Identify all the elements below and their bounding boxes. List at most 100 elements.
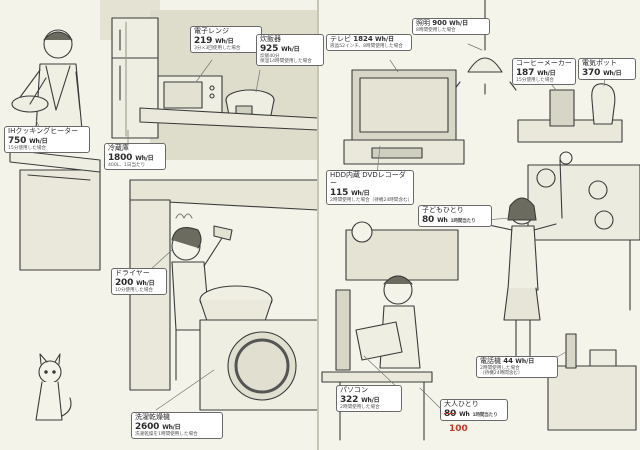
value-unit: Wh/日	[351, 189, 370, 197]
callout-note: 15分使用した場合	[516, 77, 555, 83]
callout-note: 2時間使用した場合	[340, 404, 380, 410]
callout-note: 洗濯乾燥を1時間使用した場合	[135, 431, 198, 437]
callout-name: 大人ひとり	[444, 400, 479, 408]
value-unit: Wh/日	[135, 154, 154, 162]
callout-rice-cooker: 炊飯器 925 Wh/日 炊飯40分 保温14時間使用した場合	[256, 34, 324, 67]
child-standing	[483, 197, 557, 359]
callout-note: 15分使用した場合	[8, 145, 47, 151]
callout-telephone: 電話機 44 Wh/日 2時間使用した場合 （待機24時間含む）	[476, 356, 558, 379]
callout-note: 8時間使用した場合	[416, 27, 456, 33]
side-counter	[517, 83, 623, 143]
callout-note: 3分×3回使用した場合	[194, 45, 241, 51]
value-number: 44	[503, 357, 513, 365]
callout-name: 子どもひとり	[422, 206, 464, 214]
callout-name: 冷蔵庫	[108, 144, 129, 152]
washer-dryer	[199, 319, 319, 411]
value-number: 2600	[135, 421, 160, 432]
value-number: 925	[260, 43, 279, 54]
callout-name: 洗濯乾燥機	[135, 413, 170, 421]
callout-adult: 大人ひとり 80 Wh 1時間当たり	[440, 399, 508, 421]
callout-hairdryer: ドライヤー 200 Wh/日 10分使用した場合	[111, 268, 167, 296]
callout-note: 400L、1日当たり	[108, 162, 146, 168]
callout-dvd-recorder: HDD内蔵 DVDレコーダー 115 Wh/日 2時間使用した場合（待機24時間…	[326, 170, 414, 205]
callout-value: 750 Wh/日	[8, 136, 86, 146]
callout-microwave: 電子レンジ 219 Wh/日 3分×3回使用した場合	[190, 26, 262, 54]
callout-name: 電話機 44 Wh/日	[480, 357, 554, 366]
value-unit: Wh/日	[136, 279, 155, 287]
callout-name: 照明 900 Wh/日	[416, 19, 486, 28]
name-text: テレビ	[330, 35, 351, 43]
callout-note: 2時間使用した場合（待機24時間含む）	[330, 197, 413, 203]
handwritten-correction: 100	[449, 424, 468, 434]
callout-value: 80 Wh 1時間当たり	[444, 409, 504, 419]
value-number: 322	[340, 394, 359, 405]
value-unit: Wh/日	[281, 45, 300, 53]
callout-personal-computer: パソコン 322 Wh/日 2時間使用した場合	[336, 385, 402, 413]
value-number: 1824	[353, 35, 373, 43]
callout-value: 187 Wh/日	[516, 68, 572, 78]
callout-note: 炊飯40分	[260, 53, 280, 59]
callout-value: 219 Wh/日	[194, 36, 258, 46]
callout-ih-cooking-heater: IHクッキングヒーター 750 Wh/日 15分使用した場合	[4, 126, 90, 154]
callout-value: 370 Wh/日	[582, 68, 632, 78]
callout-value: 115 Wh/日	[330, 188, 410, 198]
callout-note-2: （待機24時間含む）	[480, 370, 523, 376]
value-unit: Wh/日	[449, 20, 469, 27]
callout-electric-pot: 電気ポット 370 Wh/日	[578, 58, 636, 80]
callout-lighting: 照明 900 Wh/日 8時間使用した場合	[412, 18, 490, 35]
callout-note: 1時間当たり	[472, 412, 498, 418]
callout-name: 電気ポット	[582, 59, 617, 67]
callout-value: 80 Wh 1時間当たり	[422, 215, 488, 225]
value-number: 200	[115, 277, 134, 288]
callout-washer-dryer: 洗濯乾燥機 2600 Wh/日 洗濯乾燥を1時間使用した場合	[131, 412, 223, 440]
microwave-oven	[157, 75, 223, 115]
value-number: 219	[194, 35, 213, 46]
value-number: 750	[8, 135, 27, 146]
value-unit: Wh	[459, 410, 470, 418]
callout-refrigerator: 冷蔵庫 1800 Wh/日 400L、1日当たり	[104, 143, 166, 171]
value-unit: Wh	[437, 216, 448, 224]
value-unit: Wh/日	[29, 137, 48, 145]
kitchen-counter	[9, 107, 319, 271]
callout-name: HDD内蔵 DVDレコーダー	[330, 171, 406, 187]
callout-value: 322 Wh/日	[340, 395, 398, 405]
value-number: 80	[422, 214, 435, 225]
value-unit: Wh/日	[515, 358, 535, 365]
callout-note-2: 保温14時間使用した場合	[260, 59, 312, 65]
value-unit: Wh/日	[537, 69, 556, 77]
phone-table	[547, 333, 637, 431]
name-text: 電話機	[480, 357, 501, 365]
value-number: 1800	[108, 152, 133, 163]
television	[343, 69, 465, 165]
callout-coffee-maker: コーヒーメーカー 187 Wh/日 15分使用した場合	[512, 58, 576, 86]
sofa-person	[345, 221, 459, 281]
callout-name: 電子レンジ	[194, 27, 229, 35]
callout-note: 1時間当たり	[450, 218, 476, 224]
name-text: 照明	[416, 19, 430, 27]
value-number: 900	[432, 19, 447, 27]
callout-name: IHクッキングヒーター	[8, 127, 79, 135]
callout-value: 200 Wh/日	[115, 278, 163, 288]
value-number-struck: 80	[444, 408, 457, 419]
value-unit: Wh/日	[361, 396, 380, 404]
callout-value: 1800 Wh/日	[108, 153, 162, 163]
callout-note: 液晶52インチ、8時間使用した場合	[330, 43, 403, 49]
value-number: 187	[516, 67, 535, 78]
callout-name: パソコン	[340, 386, 368, 394]
callout-note: 2時間使用した場合	[480, 365, 520, 371]
callout-name: コーヒーメーカー	[516, 59, 572, 67]
value-unit: Wh/日	[603, 69, 622, 77]
woman-cooking	[11, 29, 83, 131]
value-unit: Wh/日	[374, 36, 395, 43]
callout-note: 10分使用した場合	[115, 287, 154, 293]
callout-child: 子どもひとり 80 Wh 1時間当たり	[418, 205, 492, 227]
callout-name: テレビ 1824 Wh/日	[330, 35, 408, 44]
cat	[35, 353, 72, 421]
value-number: 370	[582, 67, 601, 78]
value-unit: Wh/日	[162, 423, 181, 431]
callout-value: 925 Wh/日	[260, 44, 320, 54]
callout-name: 炊飯器	[260, 35, 281, 43]
callout-television: テレビ 1824 Wh/日 液晶52インチ、8時間使用した場合	[326, 34, 412, 51]
